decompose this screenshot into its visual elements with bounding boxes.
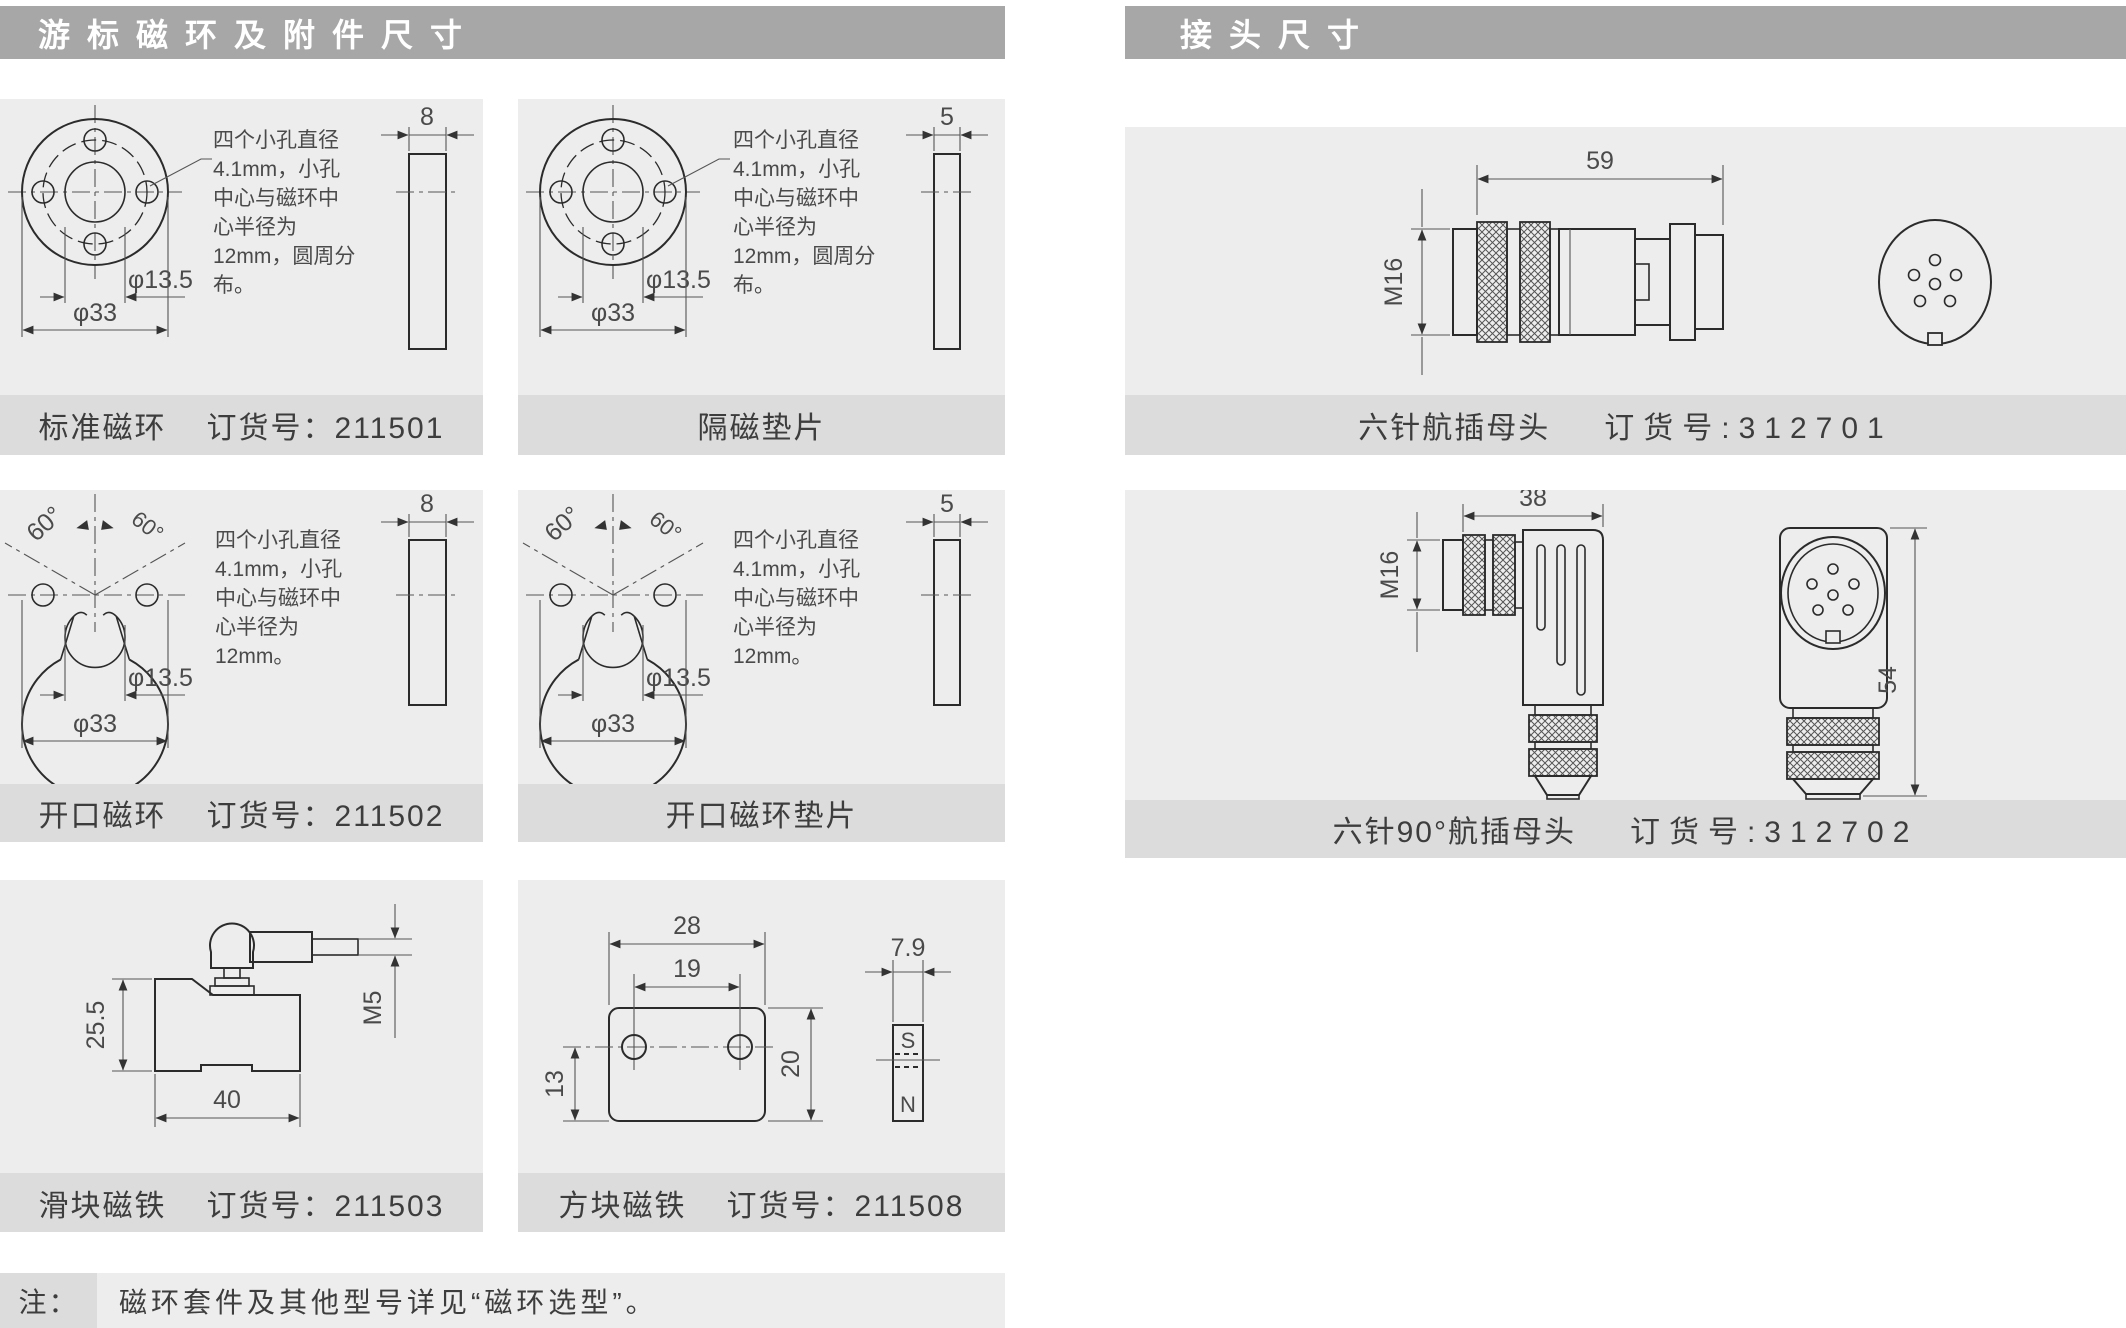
angle-left-label: 60° (21, 501, 68, 547)
hole-spacing-label: 19 (673, 955, 701, 983)
block-magnet-caption: 方块磁铁 订货号：211508 (518, 1173, 1005, 1232)
caption-order: 订货号：211503 (206, 1189, 445, 1223)
inner-dia-label: φ13.5 (646, 664, 711, 692)
caption-name: 六针90°航插母头 (1332, 816, 1576, 849)
connector-angle-caption: 六针90°航插母头 订货号:312702 (1125, 800, 2126, 858)
panel-open-ring-spacer: 60° 60° φ13.5 φ33 5 四个小孔直径 4.1mm，小孔 中心与磁… (518, 490, 1005, 842)
thickness-label: 8 (420, 103, 434, 131)
caption-name: 标准磁环 (38, 412, 167, 445)
outer-dia-label: φ33 (591, 710, 635, 738)
panel-block-magnet: 28 19 20 13 S N 7.9 方块磁铁 订货号：211508 (518, 880, 1005, 1232)
inner-dia-label: φ13.5 (128, 664, 193, 692)
spacer-drawing: φ13.5 φ33 5 (526, 103, 988, 350)
width-label: 28 (673, 912, 701, 940)
connector-straight-caption: 六针航插母头 订货号:312701 (1125, 395, 2126, 455)
inner-dia-label: φ13.5 (128, 266, 193, 294)
open-ring-drawing: 60° 60° φ13.5 φ33 8 (4, 490, 474, 784)
left-section-header: 游标磁环及附件尺寸 (0, 6, 1005, 59)
caption-name: 滑块磁铁 (38, 1189, 167, 1223)
left-section-header-text: 游标磁环及附件尺寸 (38, 16, 480, 53)
panel-slider-magnet: M5 25.5 40 滑块磁铁 订货号：211503 (0, 880, 483, 1232)
outer-dia-label: φ33 (73, 710, 117, 738)
thickness-label: 5 (940, 490, 954, 518)
thickness-label: 7.9 (891, 934, 926, 962)
right-section-header-text: 接头尺寸 (1180, 16, 1377, 53)
angle-right-label: 60° (645, 506, 687, 546)
thread-label: M16 (1376, 551, 1404, 600)
open-ring-caption: 开口磁环 订货号：211502 (0, 784, 483, 842)
open-ring-spacer-annotation: 四个小孔直径 4.1mm，小孔 中心与磁环中 心半径为 12mm。 (733, 529, 861, 668)
length-label: 59 (1586, 147, 1614, 175)
caption-order: 订货号：211508 (726, 1189, 965, 1223)
pole-top-label: S (901, 1028, 916, 1053)
thread-label: M16 (1380, 258, 1408, 307)
outer-dia-label: φ33 (73, 299, 117, 327)
caption-order: 订货号:312701 (1604, 412, 1893, 445)
spacer-annotation: 四个小孔直径 4.1mm，小孔 中心与磁环中 心半径为 12mm，圆周分 布。 (733, 129, 876, 297)
pole-bottom-label: N (900, 1092, 916, 1117)
spacer-caption: 隔磁垫片 (518, 395, 1005, 455)
caption-name: 开口磁环垫片 (665, 800, 858, 833)
outer-dia-label: φ33 (591, 299, 635, 327)
open-ring-spacer-drawing: 60° 60° φ13.5 φ33 5 (522, 490, 988, 784)
slider-magnet-caption: 滑块磁铁 订货号：211503 (0, 1173, 483, 1232)
height-label: 54 (1874, 666, 1902, 694)
thread-label: M5 (359, 991, 387, 1026)
panel-standard-ring: φ13.5 φ33 8 四个小孔直径 4.1mm，小孔 中心与磁环中 心半径为 … (0, 99, 483, 455)
panel-connector-straight: 59 M16 六针航插母头 订货号:312701 (1125, 127, 2126, 455)
standard-ring-annotation: 四个小孔直径 4.1mm，小孔 中心与磁环中 心半径为 12mm，圆周分 布。 (213, 129, 356, 297)
caption-order: 订货号：211502 (206, 800, 445, 833)
caption-name: 方块磁铁 (558, 1189, 687, 1223)
panel-spacer: φ13.5 φ33 5 四个小孔直径 4.1mm，小孔 中心与磁环中 心半径为 … (518, 99, 1005, 455)
thickness-label: 5 (940, 103, 954, 131)
right-section-header: 接头尺寸 (1125, 6, 2126, 59)
caption-name: 开口磁环 (38, 800, 167, 833)
inner-dia-label: φ13.5 (646, 266, 711, 294)
panel-open-ring: 60° 60° φ13.5 φ33 8 四个小孔直径 4.1mm，小孔 中心与磁… (0, 490, 483, 842)
open-ring-spacer-caption: 开口磁环垫片 (518, 784, 1005, 842)
height-label: 25.5 (82, 1001, 110, 1050)
caption-order: 订货号：211501 (206, 412, 445, 445)
length-label: 38 (1519, 490, 1547, 512)
caption-name: 隔磁垫片 (697, 412, 826, 445)
standard-ring-drawing: φ13.5 φ33 8 (8, 103, 474, 350)
width-label: 40 (213, 1086, 241, 1114)
connector-straight-drawing: 59 M16 (1380, 147, 1992, 375)
note-label: 注： (0, 1273, 97, 1328)
angle-left-label: 60° (539, 501, 586, 547)
height-label: 20 (777, 1050, 805, 1078)
note-text: 磁环套件及其他型号详见“磁环选型”。 (97, 1273, 1005, 1328)
caption-order: 订货号:312702 (1629, 816, 1919, 849)
caption-name: 六针航插母头 (1358, 412, 1551, 445)
open-ring-annotation: 四个小孔直径 4.1mm，小孔 中心与磁环中 心半径为 12mm。 (215, 529, 343, 668)
connector-angle-drawing: 38 M16 (1376, 490, 1927, 800)
note-bar: 注： 磁环套件及其他型号详见“磁环选型”。 (0, 1273, 1005, 1328)
hole-offset-label: 13 (541, 1070, 569, 1098)
standard-ring-caption: 标准磁环 订货号：211501 (0, 395, 483, 455)
thickness-label: 8 (420, 490, 434, 518)
block-magnet-drawing: 28 19 20 13 S N 7.9 (541, 912, 951, 1122)
slider-magnet-drawing: M5 25.5 40 (82, 904, 412, 1127)
panel-connector-angle: 38 M16 (1125, 490, 2126, 858)
angle-right-label: 60° (127, 506, 169, 546)
